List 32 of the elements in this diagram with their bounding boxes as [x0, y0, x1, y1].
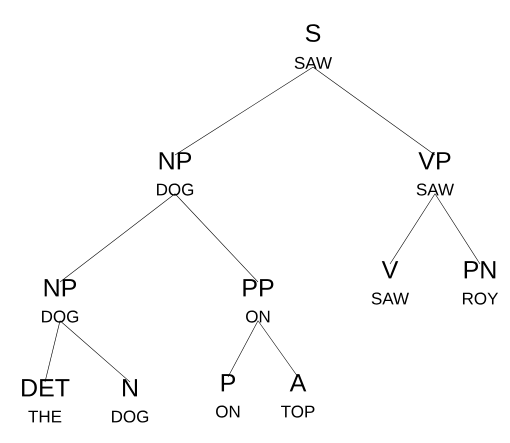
branch-line — [312, 66, 436, 156]
category-label: A — [290, 374, 306, 392]
head-word: SAW — [372, 292, 409, 305]
category-label: VP — [418, 152, 450, 170]
head-word: SAW — [294, 56, 332, 69]
branch-line — [174, 193, 258, 282]
head-word: SAW — [416, 184, 454, 196]
branch-line — [60, 320, 130, 382]
category-label: P — [222, 374, 236, 392]
head-word: TOP — [281, 406, 314, 418]
branch-line — [174, 66, 314, 156]
head-word: DOG — [157, 184, 194, 196]
category-label: NP — [160, 152, 192, 170]
branch-line — [60, 193, 176, 282]
branch-line — [434, 193, 480, 264]
category-label: S — [306, 24, 320, 42]
head-word: ON — [246, 310, 270, 323]
category-label: N — [123, 379, 137, 396]
head-word: DOG — [42, 310, 78, 323]
branch-line — [258, 320, 298, 378]
head-word: THE — [28, 410, 62, 422]
category-label: DET — [22, 379, 70, 396]
branch-line — [390, 193, 436, 264]
head-word: ON — [216, 406, 240, 418]
category-label: PN — [464, 261, 496, 278]
category-label: PP — [243, 279, 274, 296]
head-word: ROY — [462, 292, 498, 305]
branch-line — [44, 320, 60, 382]
branch-line — [228, 320, 258, 378]
head-word: DOG — [112, 410, 148, 423]
category-label: NP — [44, 279, 76, 296]
category-label: V — [382, 261, 398, 278]
